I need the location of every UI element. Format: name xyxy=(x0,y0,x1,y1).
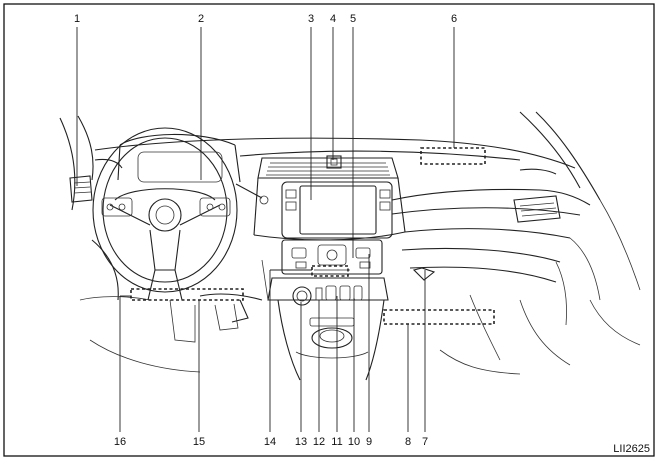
callout-4: 4 xyxy=(330,13,336,25)
callout-13: 13 xyxy=(295,436,307,448)
figure-code: LII2625 xyxy=(613,443,650,455)
figure-frame xyxy=(3,3,655,457)
callout-6: 6 xyxy=(451,13,457,25)
callout-2: 2 xyxy=(198,13,204,25)
callout-8: 8 xyxy=(405,436,411,448)
region-6 xyxy=(420,147,486,165)
callout-16: 16 xyxy=(114,436,126,448)
region-16-15 xyxy=(130,288,244,301)
callout-5: 5 xyxy=(350,13,356,25)
dashboard-illustration xyxy=(59,111,641,381)
leader-lines xyxy=(76,27,455,432)
callout-12: 12 xyxy=(313,436,325,448)
callout-11: 11 xyxy=(331,436,342,448)
region-8-7 xyxy=(383,309,495,325)
callout-3: 3 xyxy=(308,13,314,25)
callout-10: 10 xyxy=(348,436,360,448)
callout-7: 7 xyxy=(422,436,428,448)
callout-14: 14 xyxy=(264,436,276,448)
callout-1: 1 xyxy=(74,13,80,25)
callout-15: 15 xyxy=(193,436,205,448)
region-14 xyxy=(311,265,349,277)
callout-labels: 1 2 3 4 5 6 16 15 14 13 12 11 10 9 8 7 xyxy=(74,13,457,448)
callout-9: 9 xyxy=(366,436,372,448)
